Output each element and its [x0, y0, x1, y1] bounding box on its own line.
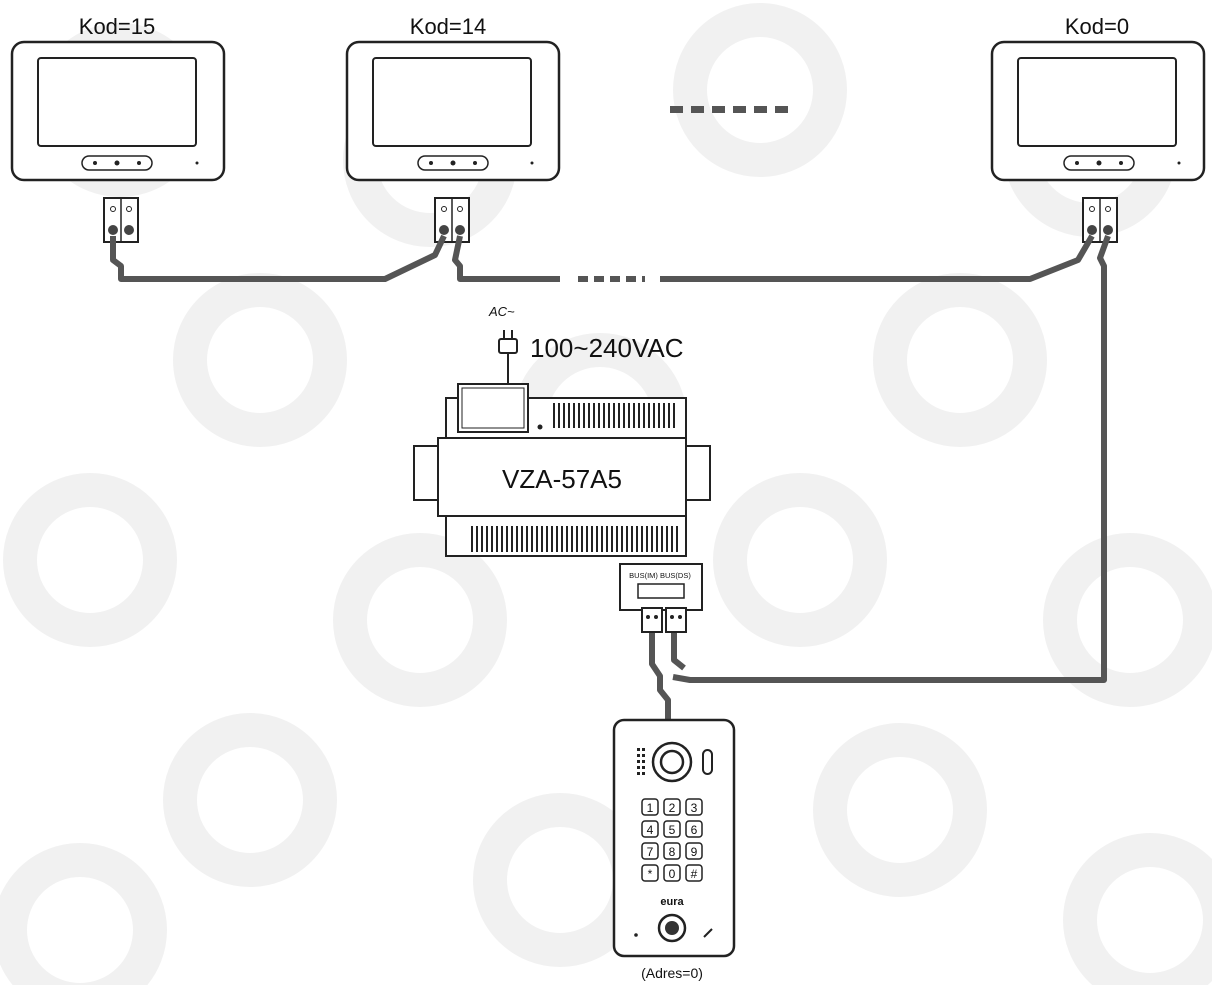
key-reader-icon	[703, 928, 713, 938]
brand-logo: eura	[660, 896, 684, 908]
keypad-key: 7	[641, 842, 659, 860]
monitor-code-label: Kod=14	[410, 14, 486, 39]
bus-wiring	[110, 234, 1111, 722]
ac-label: AC~	[488, 304, 515, 319]
svg-text:9: 9	[691, 845, 698, 859]
keypad-key: 1	[641, 798, 659, 816]
terminal-block-2	[434, 197, 470, 243]
svg-text:8: 8	[669, 845, 676, 859]
svg-text:0: 0	[669, 867, 676, 881]
sensor-icon	[702, 749, 713, 775]
power-supply-vza-57a5: VZA-57A5 BUS(IM) BU	[413, 383, 711, 633]
supply-model-label: VZA-57A5	[502, 464, 622, 494]
keypad-key: 2	[663, 798, 681, 816]
keypad-key: 8	[663, 842, 681, 860]
speaker-grille	[637, 748, 645, 775]
terminal-block-3	[1082, 197, 1118, 243]
svg-text:1: 1	[647, 801, 654, 815]
keypad-key: 4	[641, 820, 659, 838]
svg-text:2: 2	[669, 801, 676, 815]
terminal-block-1	[103, 197, 139, 243]
voltage-label: 100~240VAC	[530, 333, 683, 363]
ac-power-plug: AC~ 100~240VAC	[488, 304, 683, 384]
keypad-key: 5	[663, 820, 681, 838]
monitor-kod-14: Kod=14	[345, 14, 561, 182]
svg-text:6: 6	[691, 823, 698, 837]
svg-text:*: *	[648, 867, 653, 881]
more-monitors-ellipsis	[670, 106, 788, 113]
keypad-key: 6	[685, 820, 703, 838]
keypad-key: 0	[663, 864, 681, 882]
bus-terminal-label: BUS(IM) BUS(DS)	[629, 571, 691, 580]
monitor-kod-15: Kod=15	[10, 14, 226, 182]
monitor-code-label: Kod=0	[1065, 14, 1129, 39]
keypad-key: 3	[685, 798, 703, 816]
svg-text:7: 7	[647, 845, 654, 859]
door-station: 1 2 3 4 5 6 7 8 9 * 0 # eura (Adres=0)	[612, 718, 736, 981]
svg-text:4: 4	[647, 823, 654, 837]
keypad-key: *	[641, 864, 659, 882]
keypad: 1 2 3 4 5 6 7 8 9 * 0 #	[641, 798, 703, 882]
svg-text:3: 3	[691, 801, 698, 815]
monitor-kod-0: Kod=0	[990, 14, 1206, 182]
door-station-address-label: (Adres=0)	[641, 965, 703, 981]
monitor-code-label: Kod=15	[79, 14, 155, 39]
keypad-key: #	[685, 864, 703, 882]
svg-text:#: #	[691, 867, 698, 881]
keypad-key: 9	[685, 842, 703, 860]
svg-text:5: 5	[669, 823, 676, 837]
